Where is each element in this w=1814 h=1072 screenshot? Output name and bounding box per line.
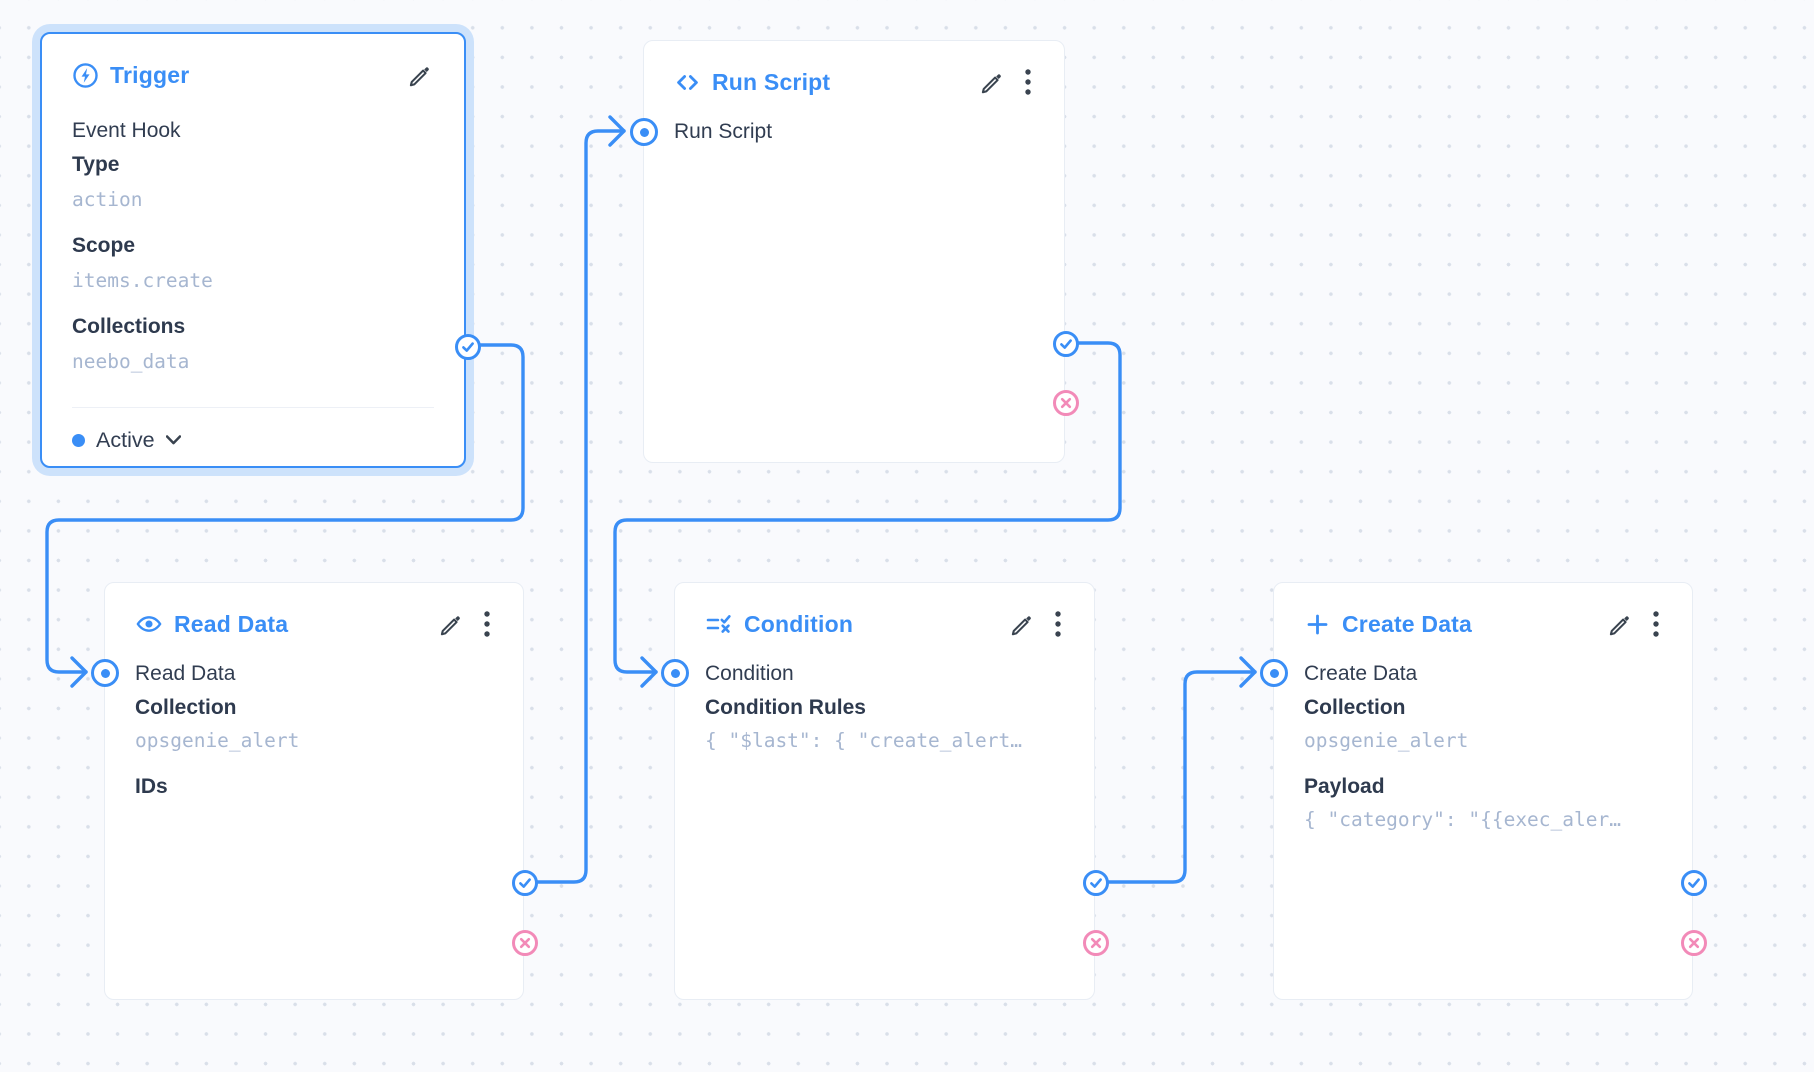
node-read-data[interactable]: Read Data Read Data Collection opsgenie_… <box>91 582 538 1000</box>
field-value: neebo_data <box>72 349 190 373</box>
connection-arrowhead <box>70 656 88 688</box>
input-connector[interactable] <box>630 118 658 146</box>
status-dot <box>72 433 85 447</box>
field-label: Payload <box>1304 774 1385 798</box>
connection-arrowhead <box>608 115 626 147</box>
resolve-connector[interactable] <box>512 870 538 896</box>
edit-panel-button[interactable] <box>404 60 434 90</box>
field-label: Collections <box>72 315 186 338</box>
resolve-connector[interactable] <box>1681 870 1707 896</box>
node-condition[interactable]: Condition Condition Condition Rules { "$… <box>661 582 1109 1000</box>
input-label: Read Data <box>135 662 236 685</box>
chevron-down-icon <box>165 435 181 445</box>
connection-arrowhead <box>640 656 658 688</box>
field-label: Condition Rules <box>705 695 866 719</box>
reject-connector[interactable] <box>1053 390 1079 416</box>
edit-panel-button[interactable] <box>976 67 1006 97</box>
status-label: Active <box>96 427 155 452</box>
reject-connector[interactable] <box>1681 930 1707 956</box>
connection-arrowhead <box>1239 656 1257 688</box>
node-title: Read Data <box>174 610 289 637</box>
card-divider <box>72 407 434 408</box>
panel-menu-button[interactable] <box>1052 608 1064 640</box>
node-title: Condition <box>744 610 854 637</box>
node-title: Trigger <box>110 61 190 88</box>
input-label: Create Data <box>1304 662 1418 685</box>
edit-panel-button[interactable] <box>435 609 465 639</box>
field-label: Scope <box>72 234 136 257</box>
status-toggle[interactable]: Active <box>72 423 181 457</box>
field-value: action <box>72 187 143 211</box>
code-icon <box>674 69 701 96</box>
resolve-connector[interactable] <box>1083 870 1109 896</box>
plus-icon <box>1304 611 1331 638</box>
edit-panel-button[interactable] <box>1006 609 1036 639</box>
connection-condition-to-create-data <box>1106 670 1257 884</box>
input-connector[interactable] <box>661 659 689 687</box>
input-label: Condition <box>705 662 794 685</box>
panel-menu-button[interactable] <box>481 608 493 640</box>
field-label: IDs <box>135 774 168 798</box>
input-connector[interactable] <box>91 659 119 687</box>
field-label: Type <box>72 153 120 176</box>
eye-icon <box>135 610 163 638</box>
field-label: Collection <box>1304 695 1406 719</box>
field-value: { "category": "{{exec_aler… <box>1304 808 1621 831</box>
reject-connector[interactable] <box>512 930 538 956</box>
reject-connector[interactable] <box>1083 930 1109 956</box>
field-value: opsgenie_alert <box>135 729 300 752</box>
node-create-data[interactable]: Create Data Create Data Collection opsge… <box>1260 582 1707 1000</box>
bolt-circle-icon <box>72 62 99 89</box>
node-trigger-selection-halo: Trigger Event Hook Type action Scope ite… <box>32 24 481 476</box>
panel-menu-button[interactable] <box>1650 608 1662 640</box>
edit-panel-button[interactable] <box>1604 609 1634 639</box>
connection-read-data-to-run-script <box>535 129 626 884</box>
field-label: Collection <box>135 695 237 719</box>
field-value: items.create <box>72 268 213 292</box>
resolve-connector[interactable] <box>1053 331 1079 357</box>
trigger-type-label: Event Hook <box>72 119 181 142</box>
input-label: Run Script <box>674 120 773 143</box>
node-title: Run Script <box>712 68 831 95</box>
node-run-script[interactable]: Run Script Run Script <box>630 40 1079 463</box>
node-title: Create Data <box>1342 610 1473 637</box>
input-connector[interactable] <box>1260 659 1288 687</box>
node-trigger[interactable]: Trigger Event Hook Type action Scope ite… <box>40 32 481 468</box>
resolve-connector[interactable] <box>455 334 481 360</box>
field-value: { "$last": { "create_alert… <box>705 729 1022 752</box>
panel-menu-button[interactable] <box>1022 66 1034 98</box>
rule-icon <box>705 610 733 638</box>
field-value: opsgenie_alert <box>1304 729 1469 752</box>
